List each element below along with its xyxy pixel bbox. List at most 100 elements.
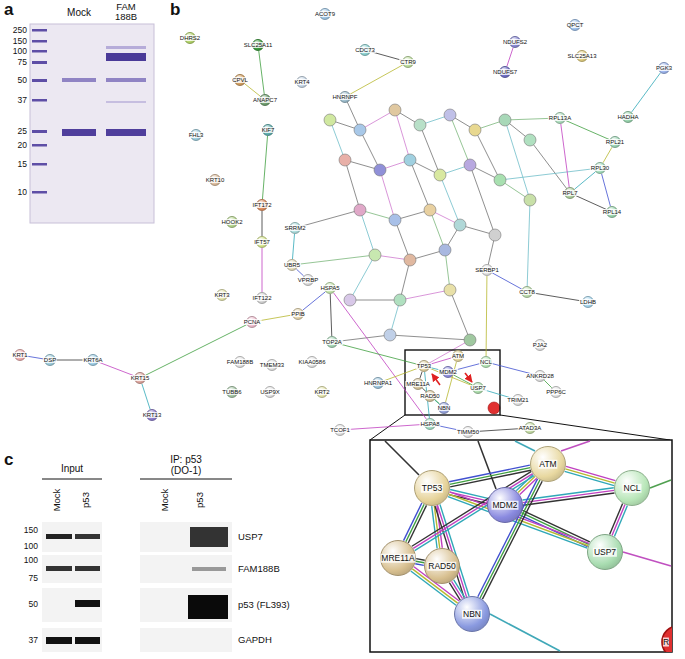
protein-node <box>389 214 401 226</box>
protein-node: IFT172 <box>256 199 268 211</box>
edge-stroke <box>565 469 614 483</box>
edge-stroke <box>523 493 614 505</box>
protein-node <box>439 244 451 256</box>
protein-node <box>354 124 366 136</box>
protein-node: TRIM21 <box>512 394 524 406</box>
protein-label: TP53 <box>421 484 443 493</box>
lane-label: Mock <box>52 489 62 512</box>
interaction-edge <box>492 273 521 289</box>
network-edge <box>450 115 470 165</box>
protein-node: KIAA0586 <box>306 356 318 368</box>
network-edge <box>390 335 470 340</box>
marker-size: 50 <box>18 76 27 85</box>
network-edge <box>527 200 530 292</box>
blot-strip <box>42 628 102 652</box>
protein-node: RAD50 <box>424 548 460 584</box>
inset-frame <box>370 440 672 652</box>
protein-label: KRT6A <box>82 357 103 363</box>
protein-node <box>444 109 456 121</box>
edge-stroke <box>453 375 472 385</box>
protein-node <box>424 204 436 216</box>
edge-stroke <box>303 292 326 310</box>
protein-label: NBN <box>462 610 482 619</box>
interaction-edge <box>26 356 44 359</box>
network-edge <box>650 480 671 488</box>
panel-letter: a <box>4 1 13 19</box>
protein-label: TIMM50 <box>456 429 480 435</box>
protein-label: NCL <box>479 359 493 365</box>
protein-label: KRT15 <box>130 375 151 381</box>
lane-label: p53 <box>81 492 91 508</box>
protein-label: MRE11A <box>380 554 415 563</box>
protein-node: HSPA5 <box>324 282 336 294</box>
edge-stroke <box>145 325 246 376</box>
protein-node: HOOK2 <box>226 216 238 228</box>
protein-label: HSPA8 <box>419 421 440 427</box>
edge-stroke <box>292 234 294 259</box>
edge-stroke <box>482 481 542 599</box>
protein-label: USP7 <box>469 385 487 391</box>
protein-label: FAM188B <box>226 359 254 365</box>
protein-node: TP53 <box>414 470 450 506</box>
protein-node: USP7 <box>587 534 623 570</box>
protein-node <box>662 626 672 652</box>
protein-node: VPRBP <box>302 274 314 286</box>
protein-node: USP7 <box>472 382 484 394</box>
protein-node <box>464 159 476 171</box>
protein-node: QPCT <box>569 19 581 31</box>
interaction-edge <box>245 84 261 97</box>
edge-stroke <box>259 51 264 94</box>
marker-size: 150 <box>24 526 38 535</box>
protein-label: CDC73 <box>354 47 376 53</box>
interaction-edge <box>334 293 427 419</box>
blot-band <box>46 637 72 644</box>
protein-node: KRT3 <box>216 289 228 301</box>
network-edge <box>470 165 495 235</box>
network-edge <box>400 290 450 300</box>
protein-node: KRT6A <box>87 354 99 366</box>
protein-label: PJA2 <box>532 342 548 348</box>
protein-node: KRT4 <box>296 76 308 88</box>
protein-label: ATM <box>538 460 557 469</box>
protein-label: QPCT <box>566 22 585 28</box>
protein-label: CPVL <box>231 77 249 83</box>
gel-band <box>62 78 96 82</box>
protein-label: PGK3 <box>655 65 673 71</box>
group-label: IP: p53 (DO-1) <box>162 455 210 476</box>
protein-label: VPRBP <box>297 277 319 283</box>
protein-node <box>464 334 476 346</box>
group-underline <box>42 479 102 480</box>
network-edge <box>292 255 375 265</box>
edge-stroke <box>602 174 611 206</box>
protein-label: RPL14 <box>602 209 622 215</box>
blot-band <box>75 566 100 571</box>
protein-node: ACOT9 <box>319 8 331 20</box>
protein-label: SLC25A13 <box>566 53 597 59</box>
interaction-edge <box>346 424 424 429</box>
edge-stroke <box>474 428 524 431</box>
protein-label: RPL21 <box>605 139 625 145</box>
protein-node: KIF7 <box>262 124 274 136</box>
edge-stroke <box>480 480 540 598</box>
protein-label: RPL7 <box>561 190 578 196</box>
edge-stroke <box>632 73 661 112</box>
interaction-edge <box>262 136 267 199</box>
edge-stroke <box>415 564 424 566</box>
marker-size: 100 <box>24 542 38 551</box>
marker-size: 150 <box>13 37 27 46</box>
protein-label: MRE11A <box>405 381 431 387</box>
interaction-edge <box>565 120 609 139</box>
protein-node: PJA2 <box>534 339 546 351</box>
protein-node <box>469 124 481 136</box>
blot-strip <box>140 588 232 622</box>
network-edge <box>350 255 375 300</box>
lane-label: p53 <box>195 492 205 508</box>
protein-label: RPL13A <box>548 115 572 121</box>
edge-stroke <box>26 356 44 359</box>
protein-node: NDUFS7 <box>499 66 511 78</box>
protein-label: KIF7 <box>261 127 276 133</box>
protein-label: CTR9 <box>399 59 417 65</box>
network-edge <box>430 210 445 250</box>
